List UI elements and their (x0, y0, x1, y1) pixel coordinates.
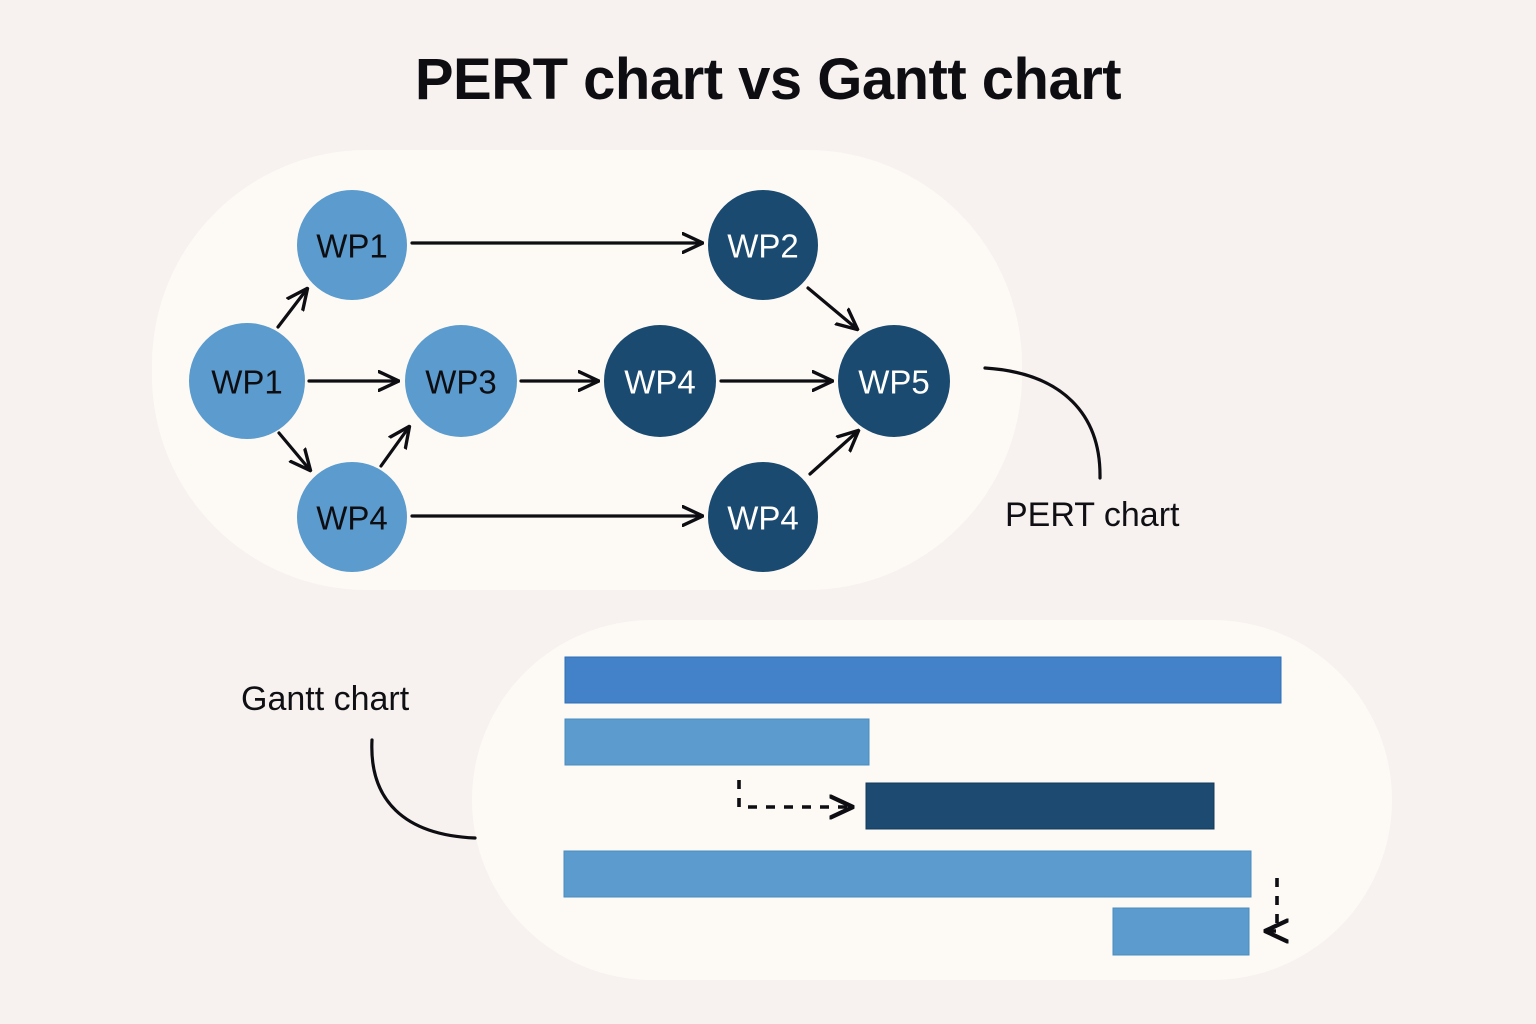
pert-nodes: WP1 WP1 WP4 WP3 WP2 WP4 WP4 WP5 (189, 190, 950, 572)
pert-node-label: WP1 (316, 228, 388, 265)
gantt-chart-callout-label: Gantt chart (241, 680, 410, 718)
edge-wp1-to-wp4 (277, 431, 310, 470)
pert-node-n5[interactable]: WP2 (708, 190, 818, 300)
pert-chart-callout-label: PERT chart (1005, 496, 1180, 534)
pert-node-label: WP1 (211, 364, 283, 401)
gantt-dependencies (737, 780, 1277, 931)
pert-node-n6[interactable]: WP4 (604, 325, 716, 437)
pert-node-label: WP4 (624, 364, 696, 401)
edge-wp4-to-wp3 (379, 427, 409, 468)
pert-edges (276, 243, 858, 516)
pert-callout-line (983, 366, 1102, 480)
gantt-bars (563, 656, 1282, 956)
gantt-dependency-arrow-2 (1266, 878, 1277, 931)
page-title: PERT chart vs Gantt chart (414, 47, 1122, 112)
pert-node-n7[interactable]: WP4 (708, 462, 818, 572)
pert-node-label: WP4 (727, 500, 799, 537)
pert-node-n1[interactable]: WP1 (189, 323, 305, 439)
pert-node-n2[interactable]: WP1 (297, 190, 407, 300)
pert-node-label: WP3 (425, 364, 497, 401)
pert-node-n4[interactable]: WP3 (405, 325, 517, 437)
gantt-callout-line (370, 738, 477, 840)
gantt-bar-2[interactable] (564, 718, 870, 766)
edge-wp2-to-wp5 (806, 286, 857, 329)
pert-node-label: WP5 (858, 364, 930, 401)
pert-node-label: WP2 (727, 228, 799, 265)
gantt-bar-5[interactable] (1112, 907, 1250, 956)
gantt-dependency-arrow-1 (737, 780, 852, 807)
pert-node-n8[interactable]: WP5 (838, 325, 950, 437)
edge-wp1-to-wp1top (276, 289, 307, 329)
gantt-bar-4[interactable] (563, 850, 1252, 898)
gantt-bar-3[interactable] (865, 782, 1215, 830)
pert-node-label: WP4 (316, 500, 388, 537)
gantt-bar-1[interactable] (564, 656, 1282, 704)
edge-wp4dark2-to-wp5 (808, 431, 858, 476)
pert-node-n3[interactable]: WP4 (297, 462, 407, 572)
